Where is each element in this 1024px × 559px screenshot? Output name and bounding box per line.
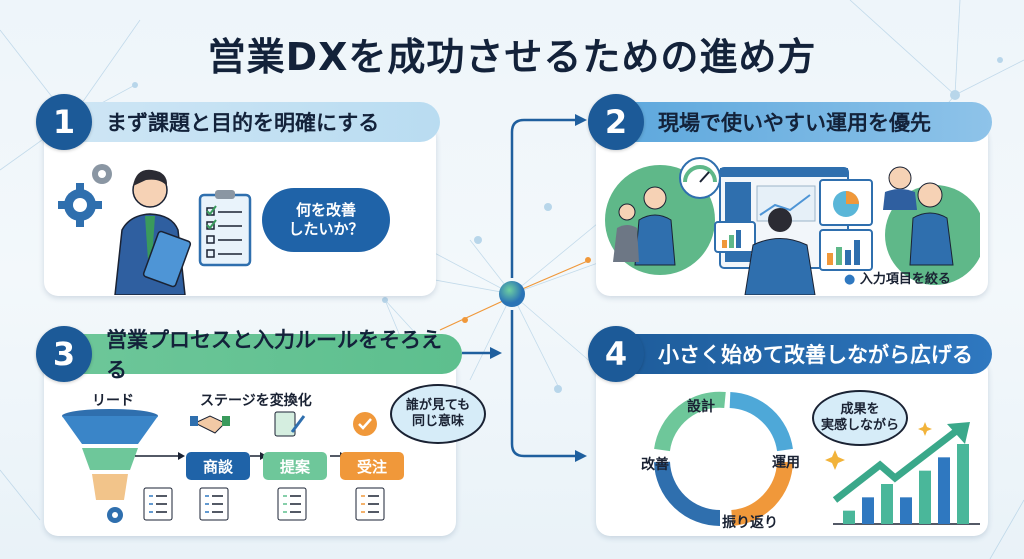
step-3-illustration	[62, 409, 385, 523]
sparkle-icon	[825, 422, 932, 470]
handshake-icon	[190, 415, 230, 434]
growth-bar	[938, 457, 950, 524]
growth-bar	[900, 497, 912, 524]
check-circle-icon	[353, 412, 377, 436]
bubble-line: 実感しながら	[820, 418, 899, 433]
document-pen-icon	[274, 411, 306, 437]
funnel-icon	[62, 409, 158, 500]
cycle-review: 振り返り	[722, 515, 778, 531]
step-1-badge: 1	[36, 94, 92, 150]
step-4-bubble: 成果を 実感しながら	[812, 390, 908, 446]
step-4-heading: 小さく始めて改善しながら広げる	[658, 343, 973, 367]
step-1-header: まず課題と目的を明確にする	[42, 102, 440, 142]
bubble-line: したいか？	[288, 220, 364, 238]
growth-bar	[862, 497, 874, 524]
bullet-icon: ●	[844, 272, 860, 287]
bubble-line: 成果を	[840, 401, 880, 417]
bubble-line: 同じ意味	[411, 414, 464, 429]
hub-node	[499, 281, 525, 307]
step-2-heading: 現場で使いやすい運用を優先	[658, 111, 931, 135]
step-2-illustration	[605, 157, 980, 295]
step-4-header: 小さく始めて改善しながら広げる	[594, 334, 992, 374]
step-1-bubble: 何を改善 したいか？	[262, 188, 390, 252]
step-3-card	[44, 358, 456, 536]
stage-juchu: 受注	[340, 452, 404, 480]
pie-chart-icon	[819, 179, 873, 226]
step-1-heading: まず課題と目的を明確にする	[106, 111, 380, 135]
team-icon	[613, 166, 954, 295]
note-text: 入力項目を絞る	[859, 272, 951, 287]
businessman-icon	[114, 169, 192, 295]
step-2-header: 現場で使いやすい運用を優先	[594, 102, 992, 142]
step-4-badge: 4	[588, 326, 644, 382]
step-3-heading: 営業プロセスと入力ルールをそろえる	[106, 328, 442, 382]
growth-bar	[957, 444, 969, 524]
cycle-arrows-icon	[654, 391, 793, 526]
step-3-bubble: 誰が見ても 同じ意味	[390, 384, 486, 444]
growth-chart-icon	[825, 422, 980, 525]
growth-bar	[881, 484, 893, 524]
growth-bar	[843, 510, 855, 524]
checklist-icon	[143, 487, 385, 521]
cycle-improve: 改善	[641, 457, 669, 473]
bar-chart-icon	[714, 221, 873, 271]
cycle-design: 設計	[687, 399, 715, 415]
funnel-label: リード	[92, 393, 134, 409]
bubble-line: 何を改善	[295, 201, 356, 220]
step-2-note: ● 入力項目を絞る	[844, 268, 951, 287]
gear-icon	[107, 507, 123, 523]
page-title: 営業DXを成功させるための進め方	[207, 35, 817, 79]
step-3-badge: 3	[36, 326, 92, 382]
cycle-operate: 運用	[772, 455, 800, 471]
stage-shodan: 商談	[186, 452, 250, 480]
gauge-icon	[679, 157, 721, 199]
stage-teian: 提案	[263, 452, 327, 480]
step-3-header: 営業プロセスと入力ルールをそろえる	[42, 328, 462, 382]
step-1-illustration	[58, 164, 252, 295]
growth-bar	[919, 470, 931, 524]
bubble-line: 誰が見ても	[405, 397, 471, 413]
checklist-clipboard-icon	[198, 190, 252, 267]
stages-title: ステージを変換化	[200, 393, 312, 409]
gear-icon	[58, 164, 112, 227]
step-2-badge: 2	[588, 94, 644, 150]
